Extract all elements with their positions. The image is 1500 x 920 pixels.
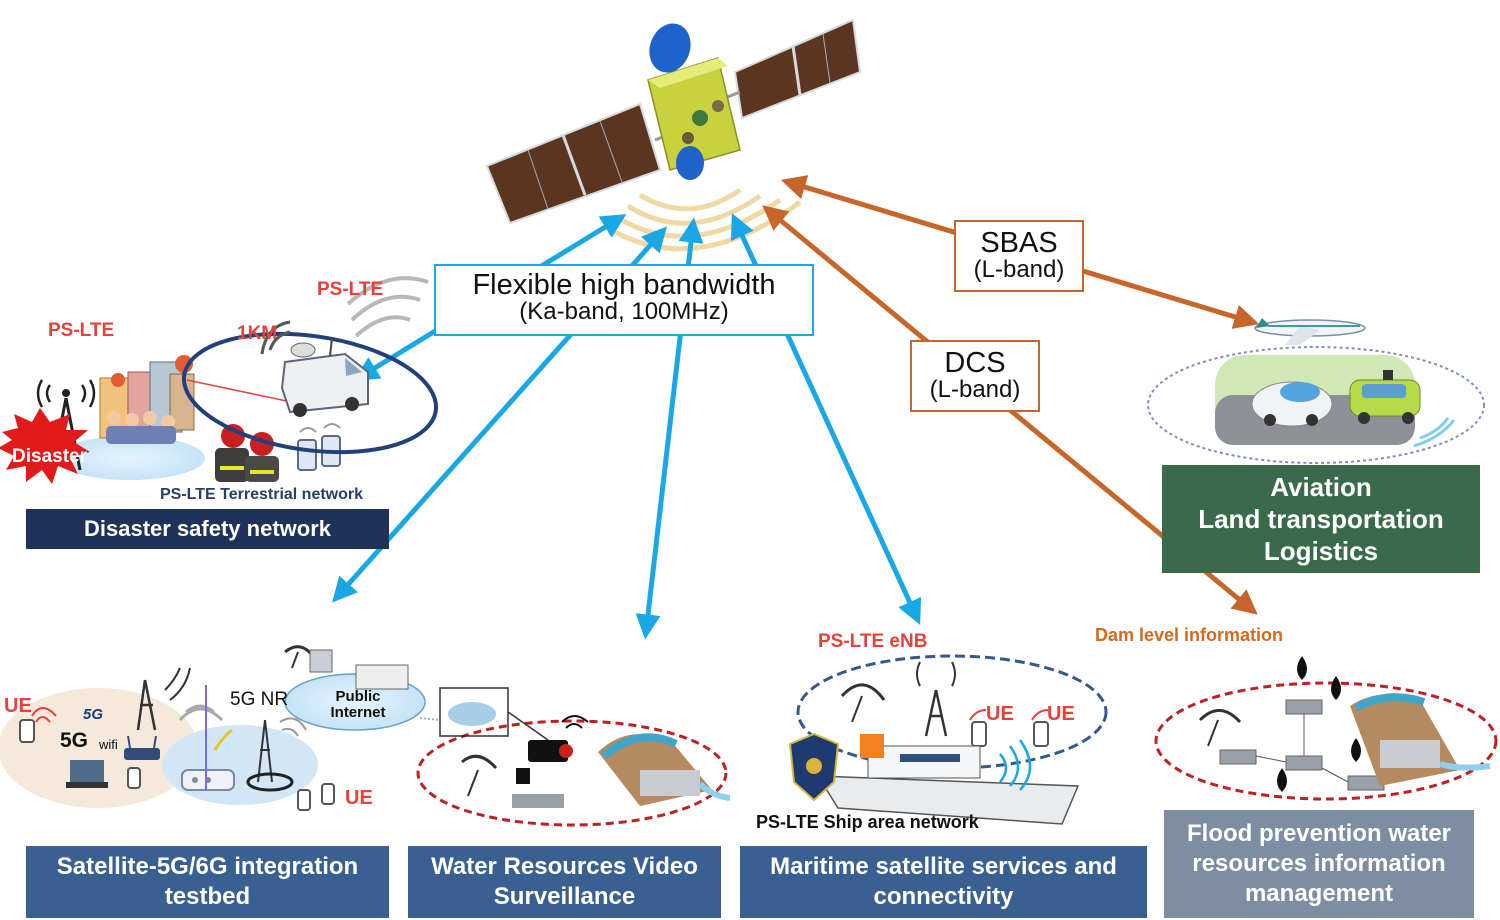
water-banner: Water Resources Video Surveillance [408, 846, 721, 918]
crowd-icon [106, 411, 176, 444]
ka-band-label-box: Flexible high bandwidth (Ka-band, 100MHz… [434, 264, 814, 336]
cell-tower-icon [136, 679, 157, 731]
ps-lte-label-top: PS-LTE [317, 279, 384, 300]
maritime-banner: Maritime satellite services and connecti… [740, 846, 1147, 918]
signal-wave-icon [260, 276, 429, 355]
five-g-label-small: 5G [83, 706, 104, 723]
disaster-banner-text: Disaster safety network [84, 516, 331, 541]
ue-label-ship-1: UE [986, 703, 1014, 725]
camera-icon [516, 715, 589, 784]
wifi-label: wifi [99, 737, 118, 752]
ps-lte-label-left: PS-LTE [48, 320, 115, 341]
vehicle-icon [280, 337, 369, 417]
testbed-banner: Satellite-5G/6G integration testbed [26, 846, 389, 918]
satellite-dish-icon [284, 645, 314, 669]
dam-level-label: Dam level information [1095, 625, 1284, 645]
disaster-banner: Disaster safety network [26, 509, 389, 549]
server-icon [181, 769, 235, 791]
testbed-scene [0, 645, 441, 811]
satellite-dish-icon [840, 683, 886, 723]
ue-label-bottom: UE [345, 787, 373, 809]
server-icon [1219, 699, 1385, 791]
firefighter-icon [215, 424, 279, 482]
car-icon [1349, 370, 1421, 424]
public-internet-label: Public Internet [330, 688, 386, 721]
sbas-title: SBAS [980, 227, 1058, 259]
dcs-label-box: DCS (L-band) [910, 340, 1040, 412]
aviation-scene [1147, 318, 1485, 464]
flood-banner-text: Flood prevention water resources informa… [1186, 820, 1452, 907]
phone-icon [19, 719, 335, 811]
dcs-title: DCS [944, 347, 1006, 379]
disaster-burst-icon [0, 408, 90, 484]
maritime-scene [788, 654, 1108, 825]
ue-label-left: UE [4, 695, 32, 717]
ship-icon [816, 734, 1080, 825]
disaster-scene [0, 276, 439, 484]
sbas-subtitle: (L-band) [973, 256, 1065, 283]
phone-icon [297, 423, 341, 471]
flood-scene [1154, 656, 1498, 801]
water-scene [416, 687, 731, 827]
car-icon [1251, 381, 1333, 427]
terrestrial-network-label: PS-LTE Terrestrial network [160, 486, 364, 503]
disaster-burst-label: Disaster [12, 446, 87, 467]
satellite-dish-icon [1198, 709, 1242, 747]
satellite-icon [485, 18, 862, 252]
cell-tower-icon [924, 689, 948, 737]
five-g-label: 5G [60, 729, 89, 752]
ship-network-label: PS-LTE Ship area network [756, 812, 979, 832]
maritime-banner-text: Maritime satellite services and connecti… [770, 853, 1117, 910]
dcs-subtitle: (L-band) [929, 376, 1021, 403]
aviation-line-2: Land transportation [1198, 504, 1444, 534]
emblem-icon [788, 732, 840, 802]
water-banner-text: Water Resources Video Surveillance [431, 853, 698, 910]
ue-label-ship-2: UE [1047, 703, 1075, 725]
aviation-banner: Aviation Land transportation Logistics [1162, 465, 1480, 573]
dam-icon [598, 733, 731, 806]
coverage-ellipse [181, 331, 439, 455]
satellite-dish-icon [461, 754, 498, 797]
cell-tower-icon [257, 719, 273, 783]
router-icon [124, 735, 160, 760]
buildings-icon [99, 355, 195, 439]
laptop-icon [66, 760, 108, 788]
flood-banner: Flood prevention water resources informa… [1164, 810, 1474, 918]
ka-band-subtitle: (Ka-band, 100MHz) [519, 298, 729, 325]
five-g-nr-label: 5G NR [230, 689, 289, 710]
cloud-icon [55, 436, 205, 480]
aviation-line-3: Logistics [1263, 536, 1379, 566]
airplane-icon [1254, 318, 1366, 345]
water-drop-icon [1277, 656, 1361, 792]
enb-label: PS-LTE eNB [818, 631, 928, 652]
range-label: 1KM [237, 323, 278, 344]
testbed-banner-text: Satellite-5G/6G integration testbed [56, 853, 359, 910]
dam-icon [1350, 693, 1491, 786]
aviation-line-1: Aviation [1270, 472, 1372, 502]
sbas-label-box: SBAS (L-band) [954, 220, 1084, 292]
ka-band-title: Flexible high bandwidth [472, 269, 776, 301]
